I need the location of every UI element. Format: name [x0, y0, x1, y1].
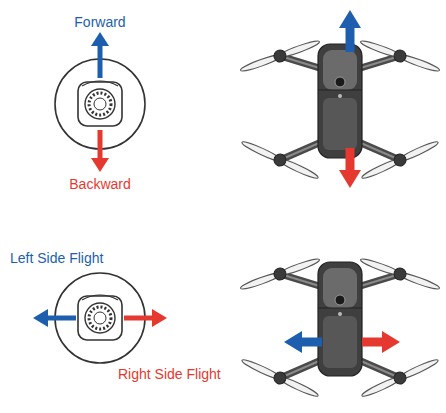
direction-label-box: Backward [69, 175, 130, 193]
direction-label: Right Side Flight [118, 366, 221, 382]
direction-label-box: Right Side Flight [118, 365, 221, 383]
direction-label: Backward [69, 176, 130, 192]
direction-label: Left Side Flight [10, 250, 103, 266]
direction-label-box: Left Side Flight [10, 249, 103, 267]
direction-label-box: Forward [74, 13, 125, 31]
direction-label: Forward [74, 14, 125, 30]
